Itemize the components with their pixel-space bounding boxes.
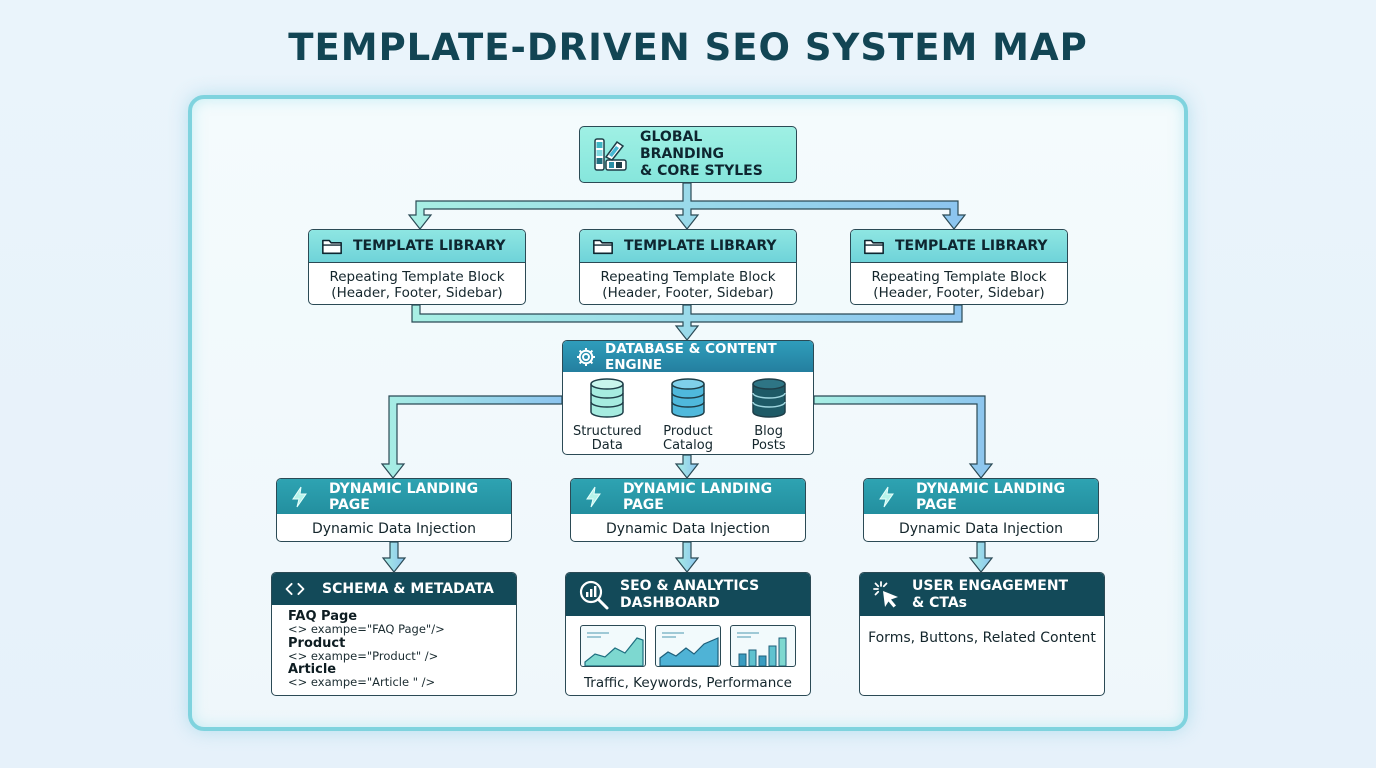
seo-title-line-1: SEO & ANALYTICS xyxy=(620,577,760,594)
dynamic-landing-desc: Dynamic Data Injection xyxy=(898,521,1064,537)
lightning-bolt-icon xyxy=(289,486,311,508)
schema-metadata-node: SCHEMA & METADATA FAQ Page <> exampe="FA… xyxy=(271,572,517,696)
folder-icon xyxy=(321,235,343,257)
folder-icon xyxy=(863,235,885,257)
gear-icon xyxy=(575,346,597,368)
schema-code-faq: <> exampe="FAQ Page"/> xyxy=(288,622,445,637)
template-library-node-2: TEMPLATE LIBRARY Repeating Template Bloc… xyxy=(579,229,797,305)
schema-title: SCHEMA & METADATA xyxy=(322,581,494,597)
branding-title: GLOBAL BRANDING & CORE STYLES xyxy=(640,129,784,180)
schema-key-article: Article xyxy=(288,662,337,678)
page-title: TEMPLATE-DRIVEN SEO SYSTEM MAP xyxy=(288,26,1088,69)
area-chart-thumbnail-1 xyxy=(580,625,647,667)
schema-key-faq: FAQ Page xyxy=(288,609,358,624)
template-desc-line-2: (Header, Footer, Sidebar) xyxy=(602,285,774,301)
database-cylinder-icon xyxy=(589,378,625,422)
template-desc-line-2: (Header, Footer, Sidebar) xyxy=(873,285,1045,301)
db-label-line-2: Data xyxy=(591,438,623,453)
db-label-line-1: Blog xyxy=(754,424,783,439)
engagement-title-line-2: & CTAs xyxy=(912,594,967,611)
lightning-bolt-icon xyxy=(876,486,898,508)
db-label-line-2: Posts xyxy=(751,438,786,453)
seo-analytics-dashboard-node: SEO & ANALYTICS DASHBOARD xyxy=(565,572,811,696)
template-desc-line-1: Repeating Template Block xyxy=(871,269,1047,285)
engagement-title-line-1: USER ENGAGEMENT xyxy=(912,577,1069,594)
database-cylinder-icon xyxy=(670,378,706,422)
seo-caption: Traffic, Keywords, Performance xyxy=(584,675,792,691)
template-merge-connector xyxy=(411,304,963,341)
db-label-line-1: Structured xyxy=(572,424,642,439)
schema-code-article: <> exampe="Article " /> xyxy=(288,675,436,690)
dynamic-landing-page-node-2: DYNAMIC LANDING PAGE Dynamic Data Inject… xyxy=(570,478,806,542)
template-desc-line-2: (Header, Footer, Sidebar) xyxy=(331,285,503,301)
dynamic-landing-page-node-3: DYNAMIC LANDING PAGE Dynamic Data Inject… xyxy=(863,478,1099,542)
db-label-line-1: Product xyxy=(663,424,713,439)
seo-title-line-2: DASHBOARD xyxy=(620,594,720,611)
schema-key-product: Product xyxy=(288,635,346,651)
cursor-click-icon xyxy=(872,580,902,610)
dynamic-bottom-connector xyxy=(381,541,994,573)
template-library-title: TEMPLATE LIBRARY xyxy=(624,238,777,254)
magnifier-chart-icon xyxy=(578,579,610,611)
database-cylinder-icon xyxy=(751,378,787,422)
palette-swatch-icon xyxy=(592,136,630,174)
global-branding-node: GLOBAL BRANDING & CORE STYLES xyxy=(579,126,797,183)
user-engagement-node: USER ENGAGEMENT & CTAs Forms, Buttons, R… xyxy=(859,572,1105,696)
db-label-line-2: Catalog xyxy=(663,438,713,453)
dynamic-landing-title: DYNAMIC LANDING PAGE xyxy=(916,480,1066,513)
engagement-desc: Forms, Buttons, Related Content xyxy=(868,630,1096,646)
branding-line-1: GLOBAL BRANDING xyxy=(640,129,725,162)
database-title: DATABASE & CONTENT ENGINE xyxy=(605,340,777,373)
code-brackets-icon xyxy=(284,578,306,600)
db-branch-connector xyxy=(380,395,994,479)
dynamic-landing-desc: Dynamic Data Injection xyxy=(311,521,477,537)
engagement-title: USER ENGAGEMENT & CTAs xyxy=(912,578,1068,612)
folder-icon xyxy=(592,235,614,257)
dynamic-landing-page-node-1: DYNAMIC LANDING PAGE Dynamic Data Inject… xyxy=(276,478,512,542)
lightning-bolt-icon xyxy=(583,486,605,508)
seo-title: SEO & ANALYTICS DASHBOARD xyxy=(620,578,759,612)
branding-connector xyxy=(407,182,967,230)
area-chart-thumbnail-2 xyxy=(654,625,721,667)
template-library-node-3: TEMPLATE LIBRARY Repeating Template Bloc… xyxy=(850,229,1068,305)
bar-chart-thumbnail xyxy=(729,625,796,667)
template-desc-line-1: Repeating Template Block xyxy=(600,269,776,285)
schema-code-product: <> exampe="Product" /> xyxy=(288,648,439,663)
dynamic-landing-title: DYNAMIC LANDING PAGE xyxy=(329,480,479,513)
template-desc-line-1: Repeating Template Block xyxy=(329,269,505,285)
branding-line-2: & CORE STYLES xyxy=(640,163,763,179)
dynamic-landing-desc: Dynamic Data Injection xyxy=(605,521,771,537)
dynamic-landing-title: DYNAMIC LANDING PAGE xyxy=(623,480,773,513)
template-library-title: TEMPLATE LIBRARY xyxy=(353,238,506,254)
template-library-node-1: TEMPLATE LIBRARY Repeating Template Bloc… xyxy=(308,229,526,305)
template-library-title: TEMPLATE LIBRARY xyxy=(895,238,1048,254)
